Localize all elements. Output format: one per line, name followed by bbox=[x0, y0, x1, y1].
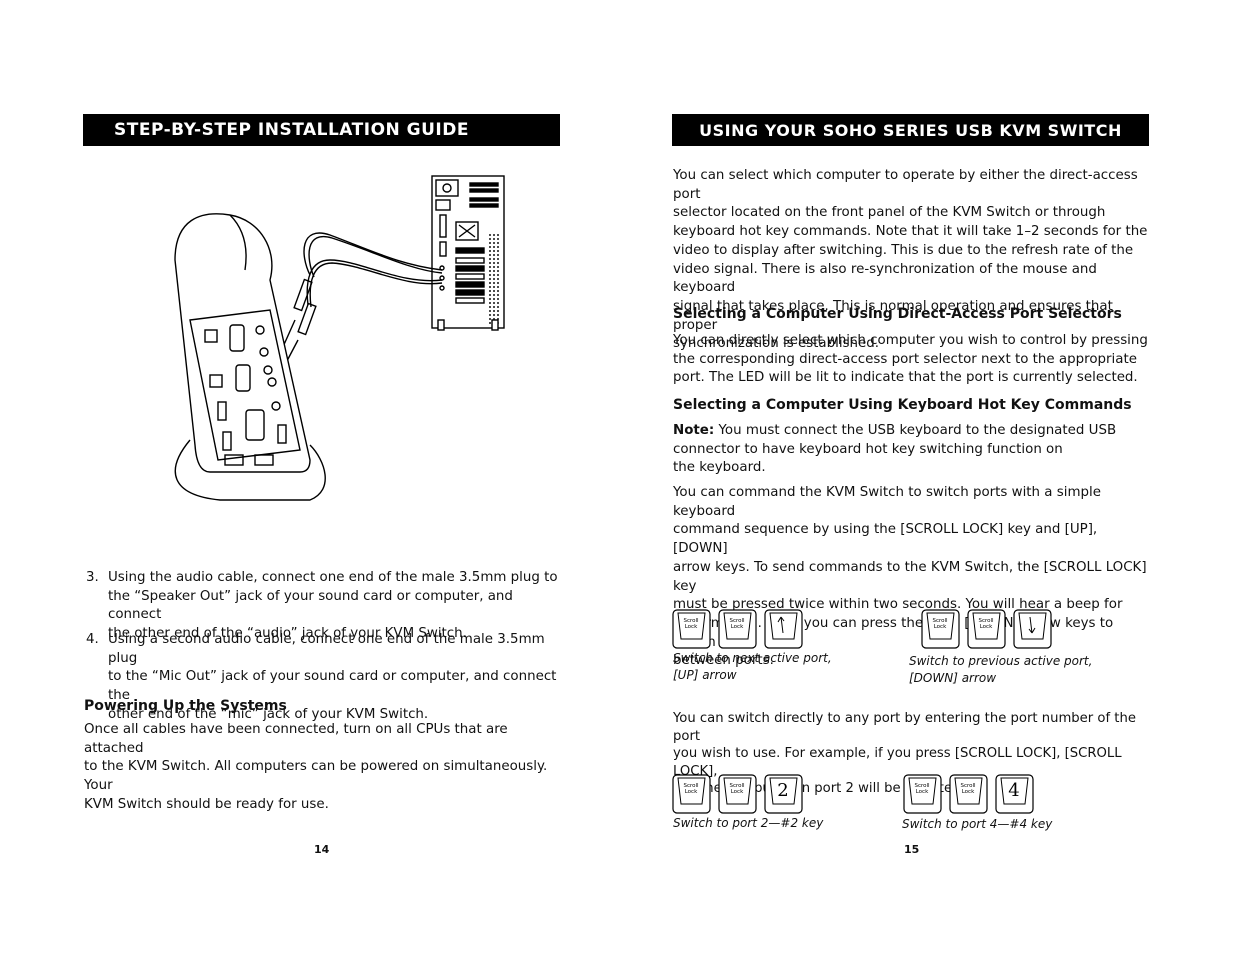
scroll-lock-key-label: Lock bbox=[980, 624, 993, 630]
list-line: the “Speaker Out” jack of your sound car… bbox=[108, 588, 513, 623]
caption-line: [UP] arrow bbox=[673, 668, 737, 682]
intro-paragraph: You can select which computer to operate… bbox=[673, 167, 1153, 354]
paragraph-line: must be pressed twice within two seconds… bbox=[673, 597, 1123, 613]
page-number-right: 15 bbox=[904, 843, 920, 856]
scroll-lock-key-label: Scroll bbox=[729, 618, 745, 624]
paragraph-line: arrow keys. To send commands to the KVM … bbox=[673, 559, 1147, 594]
scroll-lock-key-label: Lock bbox=[731, 624, 744, 630]
caption-down: Switch to previous active port, [DOWN] a… bbox=[909, 653, 1092, 687]
scroll-lock-key-label: Lock bbox=[731, 789, 744, 795]
paragraph-line: the corresponding direct-access port sel… bbox=[673, 351, 1137, 367]
paragraph-line: synchronization is established. bbox=[673, 336, 880, 352]
list-line: Using a second audio cable, connect one … bbox=[108, 632, 545, 666]
caption-line: Switch to next active port, bbox=[673, 651, 832, 665]
paragraph-line: to the KVM Switch. All computers can be … bbox=[84, 759, 548, 794]
scroll-lock-key-label: Lock bbox=[685, 789, 698, 795]
scroll-lock-key-label: Scroll bbox=[729, 783, 745, 789]
list-line: the other end of the “audio” jack of you… bbox=[108, 626, 467, 642]
scroll-lock-key-label: Scroll bbox=[960, 783, 976, 789]
caption-up: Switch to next active port, [UP] arrow bbox=[673, 650, 832, 684]
number-key-label: 2 bbox=[777, 780, 788, 801]
list-item-4: 4. Using a second audio cable, connect o… bbox=[86, 631, 561, 722]
scroll-lock-key-label: Scroll bbox=[914, 783, 930, 789]
hot-key-heading: Selecting a Computer Using Keyboard Hot … bbox=[673, 397, 1132, 413]
paragraph-line: connector to have keyboard hot key switc… bbox=[673, 441, 1063, 457]
paragraph-line: You can switch directly to any port by e… bbox=[673, 711, 1136, 744]
number-key-2: 2 bbox=[764, 774, 803, 814]
scroll-lock-key-label: Scroll bbox=[932, 618, 948, 624]
scroll-lock-key-label: Lock bbox=[934, 624, 947, 630]
up-arrow-key bbox=[764, 609, 803, 649]
paragraph-line: port. The LED will be lit to indicate th… bbox=[673, 370, 1138, 386]
paragraph-line: You can command the KVM Switch to switch… bbox=[673, 485, 1101, 519]
powering-up-paragraph: Once all cables have been connected, tur… bbox=[84, 721, 564, 815]
list-line: to the “Mic Out” jack of your sound card… bbox=[108, 669, 557, 704]
down-arrow-key bbox=[1013, 609, 1052, 649]
scroll-lock-key-label: Lock bbox=[916, 789, 929, 795]
scroll-lock-key-label: Scroll bbox=[683, 618, 699, 624]
paragraph-line: selector located on the front panel of t… bbox=[673, 205, 1106, 221]
caption-port2: Switch to port 2—#2 key bbox=[673, 816, 824, 830]
left-banner-text: STEP-BY-STEP INSTALLATION GUIDE bbox=[114, 120, 469, 140]
up-arrow-icon bbox=[777, 616, 785, 634]
paragraph-line: KVM Switch should be ready for use. bbox=[84, 796, 329, 812]
direct-access-paragraph: You can directly select which computer y… bbox=[673, 332, 1153, 388]
paragraph-line: keyboard hot key commands. Note that it … bbox=[673, 224, 1148, 240]
paragraph-line: video signal. There is also re-synchroni… bbox=[673, 261, 1097, 296]
list-item-3: 3. Using the audio cable, connect one en… bbox=[86, 569, 561, 641]
scroll-lock-key-label: Lock bbox=[685, 624, 698, 630]
number-key-4: 4 bbox=[995, 774, 1034, 814]
list-line: Using the audio cable, connect one end o… bbox=[108, 570, 558, 585]
caption-line: [DOWN] arrow bbox=[909, 671, 997, 685]
down-arrow-icon bbox=[1028, 616, 1036, 634]
paragraph-line: command sequence by using the [SCROLL LO… bbox=[673, 522, 1098, 557]
kvm-audio-connection-illustration bbox=[174, 175, 505, 501]
paragraph-line: You can select which computer to operate… bbox=[673, 168, 1138, 202]
paragraph-line: the keyboard. bbox=[673, 460, 766, 476]
scroll-lock-key-label: Scroll bbox=[683, 783, 699, 789]
left-page-banner: STEP-BY-STEP INSTALLATION GUIDE bbox=[83, 114, 560, 146]
caption-port4: Switch to port 4—#4 key bbox=[902, 817, 1053, 831]
note-label: Note: bbox=[673, 423, 715, 438]
powering-up-heading: Powering Up the Systems bbox=[84, 698, 287, 714]
list-number: 3. bbox=[86, 570, 99, 585]
right-page-banner: USING YOUR SOHO SERIES USB KVM SWITCH bbox=[672, 114, 1149, 146]
list-line: other end of the “mic” jack of your KVM … bbox=[108, 706, 429, 722]
direct-access-heading: Selecting a Computer Using Direct-Access… bbox=[673, 306, 1122, 322]
scroll-lock-key-label: Scroll bbox=[978, 618, 994, 624]
note-paragraph: Note: You must connect the USB keyboard … bbox=[673, 422, 1153, 478]
paragraph-line: You can directly select which computer y… bbox=[673, 333, 1148, 348]
paragraph-line: Note: You must connect the USB keyboard … bbox=[673, 422, 1153, 441]
number-key-label: 4 bbox=[1008, 780, 1019, 801]
paragraph-line: between ports. bbox=[673, 653, 774, 669]
page-number-left: 14 bbox=[314, 843, 330, 856]
list-number: 4. bbox=[86, 632, 99, 647]
paragraph-line: Once all cables have been connected, tur… bbox=[84, 722, 508, 756]
direct-port-paragraph: You can switch directly to any port by e… bbox=[673, 710, 1153, 798]
note-text: You must connect the USB keyboard to the… bbox=[714, 423, 1117, 438]
right-banner-text: USING YOUR SOHO SERIES USB KVM SWITCH bbox=[699, 121, 1122, 140]
scroll-lock-key-label: Lock bbox=[962, 789, 975, 795]
paragraph-line: signal that takes place. This is normal … bbox=[673, 298, 1113, 333]
caption-line: Switch to previous active port, bbox=[909, 654, 1093, 668]
paragraph-line: video to display after switching. This i… bbox=[673, 242, 1134, 258]
